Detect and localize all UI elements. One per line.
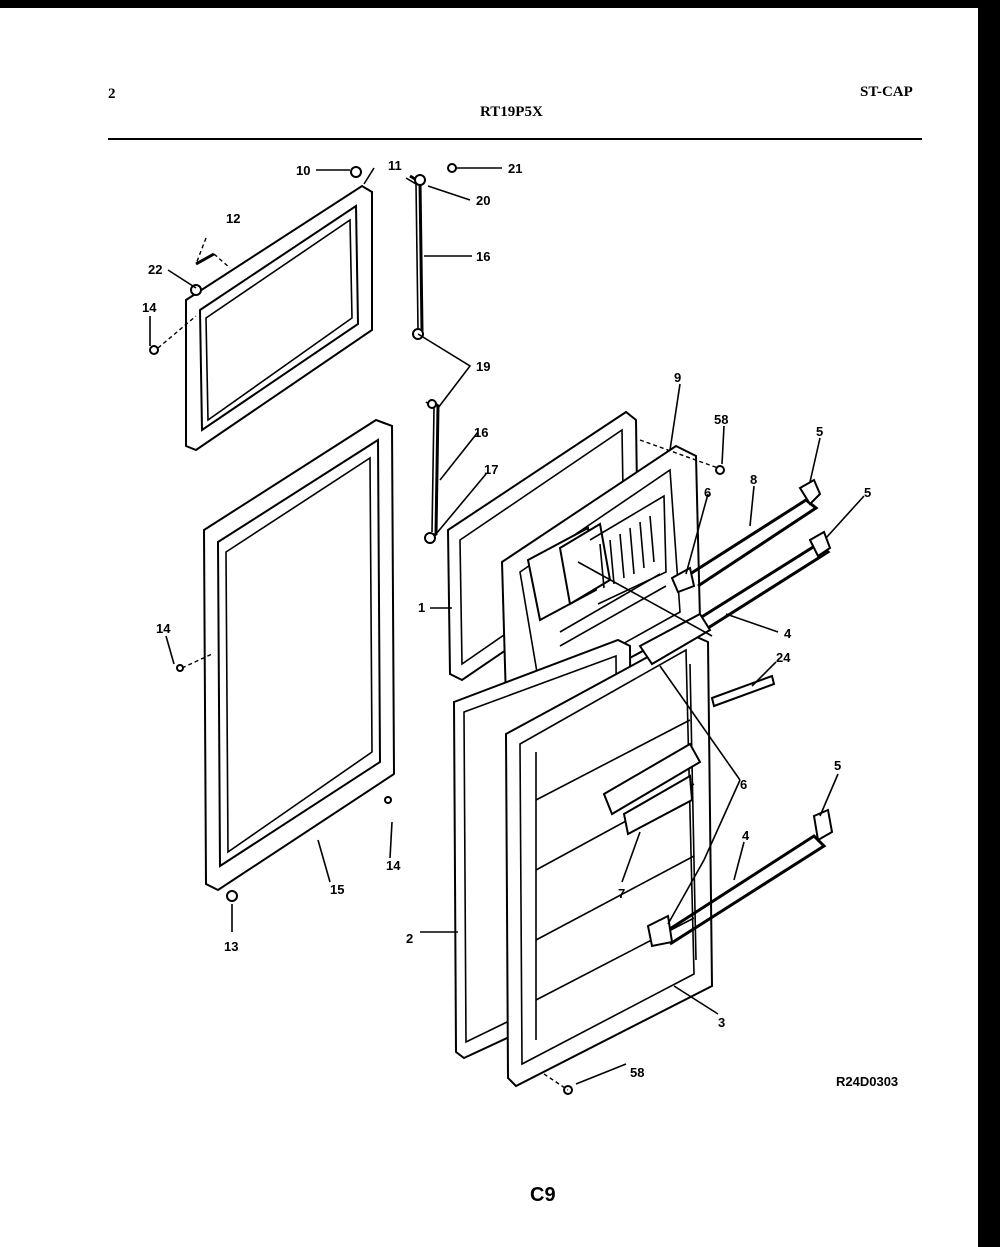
callout-5-upper: 5 [816,424,823,439]
callout-7: 7 [618,886,625,901]
callout-58-lower: 58 [630,1065,644,1080]
callout-labels: 10 11 21 20 12 22 16 14 19 9 58 5 16 17 … [142,158,871,1080]
drawing-reference-code: R24D0303 [836,1074,899,1089]
screws-and-plugs [149,163,725,1095]
callout-19: 19 [476,359,490,374]
callout-58-upper: 58 [714,412,728,427]
callout-22: 22 [148,262,162,277]
callout-15: 15 [330,882,344,897]
callout-3: 3 [718,1015,725,1030]
header-rule [108,138,922,140]
freezer-door-shelves [670,478,832,630]
hinge-pin [710,674,776,708]
callout-20: 20 [476,193,490,208]
callout-16-lower: 16 [474,425,488,440]
callout-16-upper: 16 [476,249,490,264]
callout-6-lower: 6 [740,777,747,792]
callout-14-lower: 14 [386,858,401,873]
callout-24: 24 [776,650,791,665]
callout-12: 12 [226,211,240,226]
callout-17: 17 [484,462,498,477]
callout-4-lower: 4 [742,828,750,843]
callout-11: 11 [388,158,402,173]
callout-5-middle: 5 [864,485,871,500]
leader-lines [149,167,865,1091]
page-number: 2 [108,86,116,102]
fresh-food-door-liner [504,612,714,1088]
center-hinge [424,398,440,544]
model-number: RT19P5X [480,104,543,120]
page-code: C9 [530,1184,556,1206]
callout-14-upper: 14 [142,300,157,315]
section-code: ST-CAP [860,84,913,100]
freezer-door-gasket [185,184,373,452]
callout-6-upper: 6 [704,485,711,500]
fresh-food-door-shelf [646,808,834,948]
callout-14-middle: 14 [156,621,171,636]
callout-8: 8 [750,472,757,487]
callout-2: 2 [406,931,413,946]
callout-1: 1 [418,600,425,615]
callout-13: 13 [224,939,238,954]
callout-10: 10 [296,163,310,178]
callout-5-lower: 5 [834,758,841,773]
callout-21: 21 [508,161,522,176]
exploded-parts-drawing: 10 11 21 20 12 22 16 14 19 9 58 5 16 17 … [142,158,871,1095]
diagram-sheet: 2 RT19P5X ST-CAP [0,8,978,1247]
callout-4-upper: 4 [784,626,792,641]
top-hinge [405,174,426,340]
callout-9: 9 [674,370,681,385]
fresh-food-door-gasket [202,418,396,892]
